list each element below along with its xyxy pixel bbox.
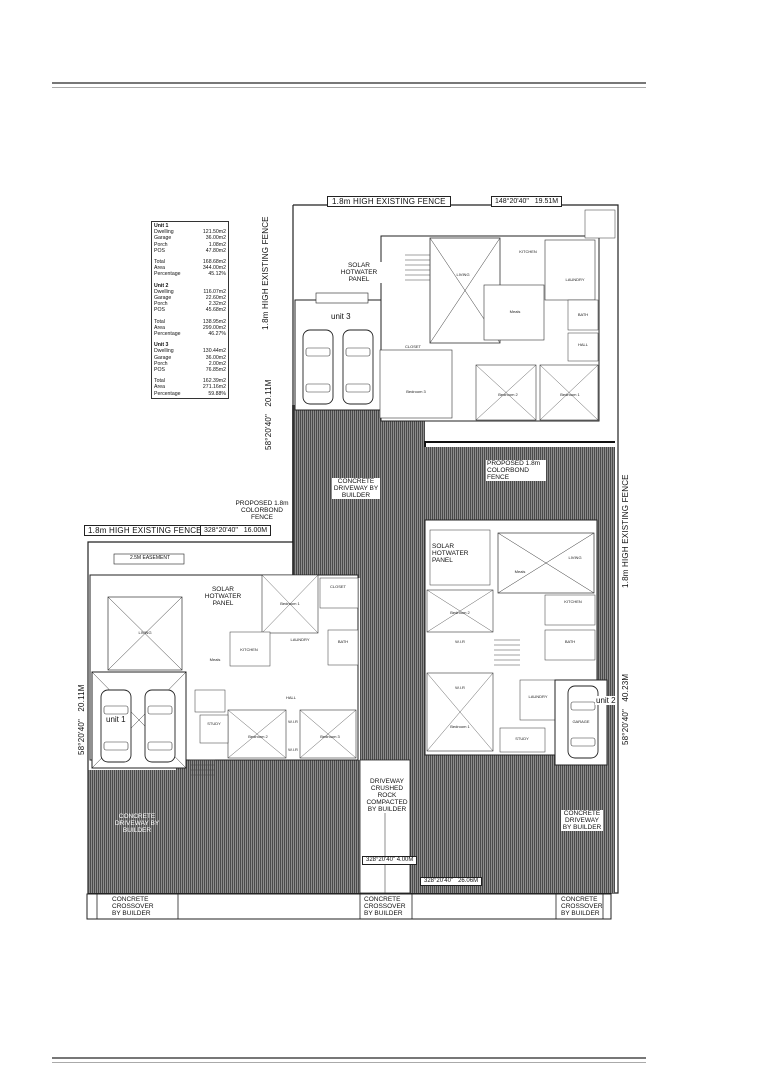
room-label: W.I.R bbox=[288, 719, 298, 724]
driveway-dimension: 328°20'40" 4.00M bbox=[362, 856, 418, 865]
room-label: Bedroom 1 bbox=[560, 392, 580, 397]
room-label: KITCHEN bbox=[240, 647, 258, 652]
concrete-driveway-center-label: CONCRETE DRIVEWAY BY BUILDER bbox=[332, 478, 380, 499]
proposed-fence-left-label: PROPOSED 1.8m COLORBOND FENCE bbox=[233, 500, 291, 521]
room-label: W.I.R bbox=[455, 639, 465, 644]
concrete-driveway-right-label: CONCRETE DRIVEWAY BY BUILDER bbox=[561, 810, 603, 831]
west-unit3-dimension: 58°20'40" 20.11M bbox=[264, 379, 273, 450]
room-label: W.I.R bbox=[288, 747, 298, 752]
top-dimension: 148°20'40" 19.51M bbox=[491, 196, 563, 207]
easement-label: 2.5M EASEMENT bbox=[129, 555, 170, 561]
proposed-fence-right-label: PROPOSED 1.8m COLORBOND FENCE bbox=[486, 460, 546, 481]
left-top-fence-label: 1.8m HIGH EXISTING FENCE bbox=[261, 216, 270, 330]
room-label: LIVING bbox=[456, 272, 470, 277]
solar-panel-label-right: SOLAR HOTWATER PANEL bbox=[431, 543, 477, 564]
room-label: Bedroom 2 bbox=[498, 392, 518, 397]
unit3-house bbox=[294, 209, 616, 422]
room-label: Bedroom 2 bbox=[248, 734, 268, 739]
crossover-mid-label: CONCRETE CROSSOVER BY BUILDER bbox=[364, 896, 406, 917]
room-label: LAUNDRY bbox=[290, 637, 310, 642]
room-label: W.I.R bbox=[455, 685, 465, 690]
concrete-driveway-left-label: CONCRETE DRIVEWAY BY BUILDER bbox=[114, 813, 160, 834]
unit3-title: Unit 3 bbox=[154, 342, 169, 349]
unit2-label: unit 2 bbox=[595, 696, 617, 705]
left-mid-fence-label: 1.8m HIGH EXISTING FENCE bbox=[84, 525, 206, 536]
left-dimension: 328°20'40" 16.00M bbox=[200, 525, 272, 536]
top-rule-thin bbox=[52, 87, 646, 88]
room-label: BATH bbox=[337, 639, 349, 644]
front-dimension: 328°20'40" 26.06M bbox=[420, 877, 483, 886]
bottom-rule-thin bbox=[52, 1062, 646, 1063]
crossover-left-label: CONCRETE CROSSOVER BY BUILDER bbox=[112, 896, 154, 917]
room-label: STUDY bbox=[515, 736, 529, 741]
unit2-house bbox=[424, 519, 608, 766]
room-label: Bedroom 1 bbox=[450, 724, 470, 729]
room-label: Bedroom 1 bbox=[280, 601, 300, 606]
top-fence-label: 1.8m HIGH EXISTING FENCE bbox=[327, 196, 451, 207]
solar-panel-label-left: SOLAR HOTWATER PANEL bbox=[200, 586, 246, 607]
top-rule bbox=[52, 82, 646, 84]
room-label: GARAGE bbox=[572, 719, 590, 724]
room-label: STUDY bbox=[207, 721, 221, 726]
room-label: CLOSET bbox=[404, 344, 421, 349]
room-label: Meals bbox=[514, 569, 526, 574]
east-dimension: 58°20'40" 40.23M bbox=[621, 673, 630, 745]
room-label: Meals bbox=[209, 657, 221, 662]
room-label: KITCHEN bbox=[564, 599, 582, 604]
room-label: LAUNDRY bbox=[565, 277, 585, 282]
proposed-fence-right bbox=[424, 441, 615, 447]
room-label: LIVING bbox=[568, 555, 582, 560]
room-label: HALL bbox=[285, 695, 296, 700]
room-label: Meals bbox=[509, 309, 521, 314]
unit1-title: Unit 1 bbox=[154, 223, 169, 229]
room-label: LAUNDRY bbox=[528, 694, 548, 699]
unit3-label: unit 3 bbox=[330, 312, 352, 321]
room-label: HALL bbox=[577, 342, 588, 347]
bottom-rule bbox=[52, 1057, 646, 1059]
room-label: Bedroom 3 bbox=[320, 734, 340, 739]
room-label: Bedroom 3 bbox=[406, 389, 426, 394]
room-label: CLOSET bbox=[329, 584, 346, 589]
room-label: KITCHEN bbox=[519, 249, 537, 254]
right-fence-label: 1.8m HIGH EXISTING FENCE bbox=[621, 474, 630, 588]
solar-panel-label-top: SOLAR HOTWATER PANEL bbox=[333, 262, 385, 283]
west-unit1-dimension: 58°20'40" 20.11M bbox=[77, 684, 86, 755]
crossover-strip bbox=[86, 893, 612, 920]
unit2-title: Unit 2 bbox=[154, 282, 169, 289]
room-label: Bedroom 2 bbox=[450, 610, 470, 615]
room-label: LIVING bbox=[138, 630, 152, 635]
unit1-label: unit 1 bbox=[105, 715, 127, 724]
crossover-right-label: CONCRETE CROSSOVER BY BUILDER bbox=[561, 896, 603, 917]
crushed-rock-driveway-label: DRIVEWAY CRUSHED ROCK COMPACTED BY BUILD… bbox=[365, 778, 409, 813]
room-label: BATH bbox=[577, 312, 589, 317]
room-label: BATH bbox=[564, 639, 576, 644]
